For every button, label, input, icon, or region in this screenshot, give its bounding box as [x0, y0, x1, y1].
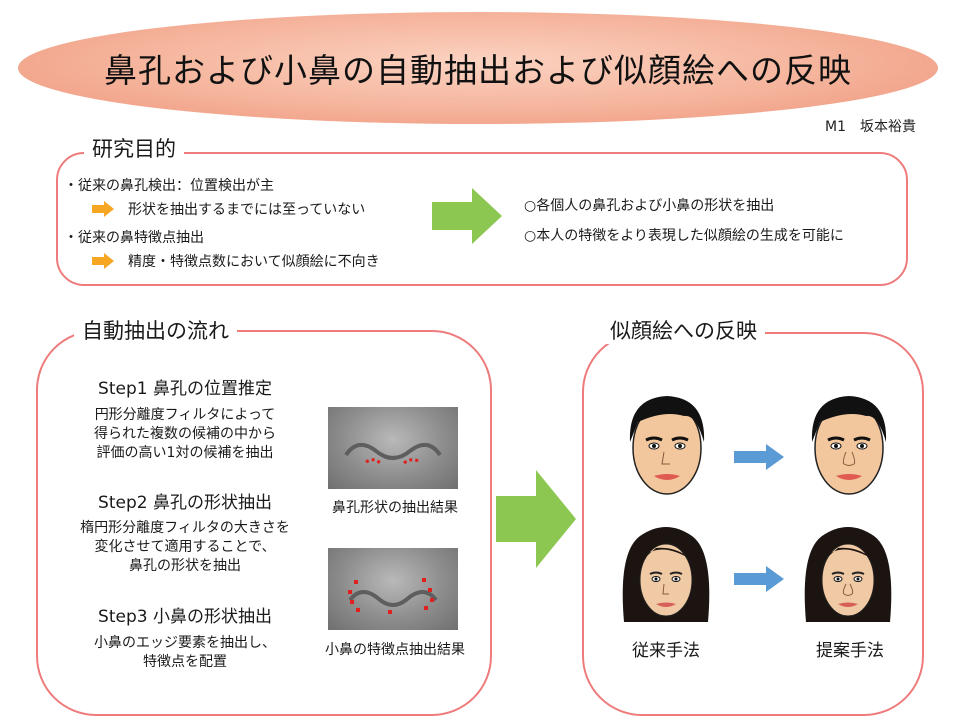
step1-line-1: 円形分離度フィルタによって [94, 407, 276, 423]
author: M1 坂本裕貴 [825, 119, 916, 135]
purpose-bullet-2: ・従来の鼻特徴点抽出 [64, 230, 204, 246]
flow-box [36, 330, 492, 716]
step2-title: Step2 鼻孔の形状抽出 [98, 493, 272, 513]
step1-line-3: 評価の高い1対の候補を抽出 [96, 445, 274, 461]
alar-result-caption: 小鼻の特徴点抽出結果 [325, 642, 465, 658]
nostril-result-caption: 鼻孔形状の抽出結果 [332, 500, 458, 516]
green-arrow-icon [496, 470, 576, 568]
purpose-sub-1: 形状を抽出するまでには至っていない [128, 202, 366, 218]
step3-title: Step3 小鼻の形状抽出 [98, 607, 272, 627]
step2-line-1: 楕円形分離度フィルタの大きさを [80, 520, 290, 536]
arrow-right-icon [92, 201, 114, 217]
reflect-heading: 似顔絵への反映 [602, 318, 765, 344]
purpose-bullet-1: ・従来の鼻孔検出：位置検出が主 [64, 178, 274, 194]
step1-line-2: 得られた複数の候補の中から [94, 426, 276, 442]
green-arrow-icon [432, 188, 502, 244]
alar-outline [348, 578, 438, 614]
female-portrait-proposed [804, 527, 892, 622]
step2-line-2: 変化させて適用することで、 [94, 539, 276, 555]
conventional-method-label: 従来手法 [632, 641, 700, 661]
purpose-sub-2: 精度・特徴点数において似顔絵に不向き [128, 254, 380, 270]
male-portrait-conventional [629, 396, 705, 495]
purpose-heading: 研究目的 [84, 136, 184, 162]
nostril-outline [344, 443, 442, 465]
alar-result-image [328, 548, 458, 630]
reflect-box [582, 332, 924, 716]
step1-title: Step1 鼻孔の位置推定 [98, 379, 272, 399]
flow-heading: 自動抽出の流れ [74, 318, 237, 344]
goal-1: ○各個人の鼻孔および小鼻の形状を抽出 [524, 198, 775, 214]
blue-arrow-icon [734, 444, 784, 470]
male-portrait-proposed [811, 396, 887, 495]
page-title: 鼻孔および小鼻の自動抽出および似顔絵への反映 [104, 51, 852, 90]
step2-line-3: 鼻孔の形状を抽出 [129, 558, 241, 574]
goal-2: ○本人の特徴をより表現した似顔絵の生成を可能に [524, 228, 844, 244]
arrow-right-icon [92, 253, 114, 269]
blue-arrow-icon [734, 566, 784, 592]
step3-line-1: 小鼻のエッジ要素を抽出し、 [94, 635, 276, 651]
step3-line-2: 特徴点を配置 [143, 654, 227, 670]
title-banner [18, 12, 938, 124]
proposed-method-label: 提案手法 [816, 641, 884, 661]
nostril-result-image [328, 407, 458, 489]
female-portrait-conventional [622, 527, 710, 622]
